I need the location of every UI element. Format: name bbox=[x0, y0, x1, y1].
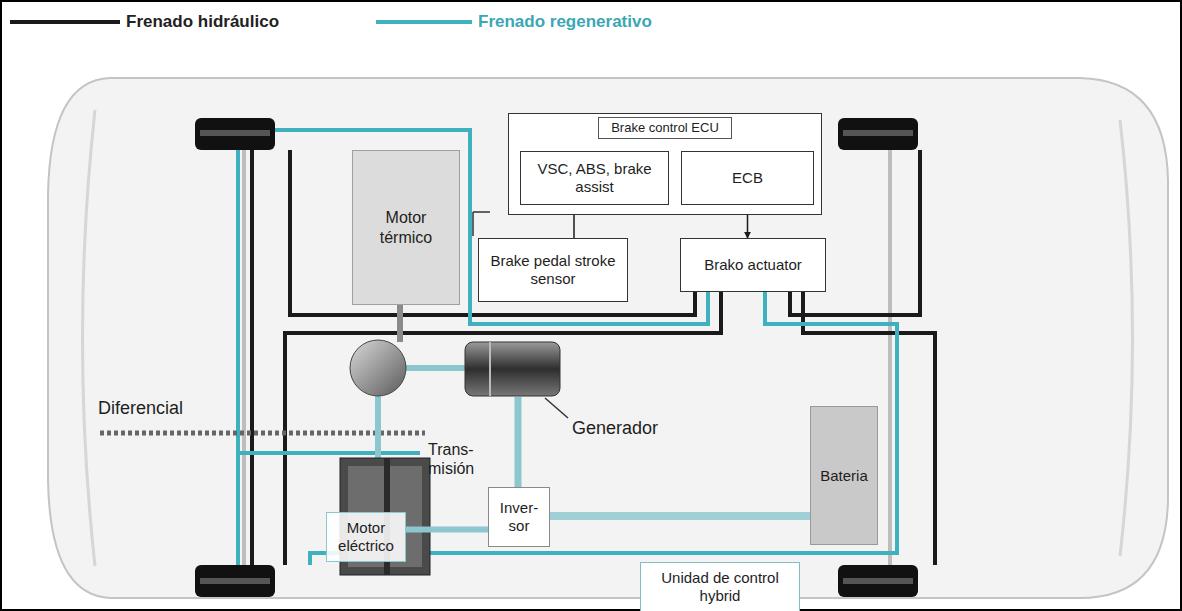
legend-sample bbox=[10, 10, 126, 34]
legend-entry: Frenado hidráulico bbox=[10, 10, 279, 34]
generator-cable bbox=[515, 397, 522, 487]
box-text: Motor térmico bbox=[361, 208, 451, 246]
part-label: Trans- misión bbox=[428, 440, 498, 478]
part-label: Diferencial bbox=[98, 398, 183, 420]
leader-line bbox=[545, 398, 568, 418]
function-box: VSC, ABS, brake assist bbox=[520, 151, 669, 205]
legend-text: Frenado hidráulico bbox=[126, 12, 279, 32]
control-unit-box: Unidad de control hybrid bbox=[640, 562, 800, 611]
box-text: ECB bbox=[732, 169, 763, 187]
box-text: Motor eléctrico bbox=[335, 519, 397, 555]
box-text: Brake pedal stroke sensor bbox=[487, 252, 619, 288]
connector bbox=[550, 512, 810, 520]
battery-box: Bateria bbox=[810, 406, 878, 545]
front-axle bbox=[242, 150, 246, 565]
box-text: Brako actuator bbox=[704, 256, 802, 274]
box-text: Unidad de control hybrid bbox=[649, 569, 791, 605]
motor-box: Motor eléctrico bbox=[326, 512, 406, 562]
rear-axle bbox=[888, 150, 892, 565]
box-text: Inver- sor bbox=[497, 499, 541, 535]
car-rear bbox=[1120, 120, 1133, 556]
box-text: Bateria bbox=[820, 467, 868, 485]
legend-text: Frenado regenerativo bbox=[478, 12, 652, 32]
bracket bbox=[473, 212, 490, 236]
generator-detail bbox=[489, 342, 491, 396]
generator-shaft bbox=[406, 365, 465, 371]
part-label: Generador bbox=[572, 418, 658, 440]
car-body bbox=[48, 78, 1168, 598]
inverter-box: Inver- sor bbox=[488, 487, 550, 547]
car-bumper bbox=[83, 110, 96, 566]
legend-entry: Frenado regenerativo bbox=[376, 10, 652, 34]
box-heading: Brake control ECU bbox=[598, 117, 732, 139]
function-box: ECB bbox=[681, 151, 814, 205]
wheels bbox=[195, 118, 918, 597]
box-text: VSC, ABS, brake assist bbox=[529, 160, 660, 196]
generator-symbol bbox=[465, 342, 560, 396]
motor-shaft bbox=[375, 396, 381, 458]
ecu-box: Brake control ECU VSC, ABS, brake assist E… bbox=[508, 113, 822, 215]
engine-box: Motor térmico bbox=[352, 150, 460, 305]
transmission-gear bbox=[350, 340, 406, 396]
actuator-box: Brako actuator bbox=[680, 238, 826, 292]
connector bbox=[406, 527, 488, 533]
regenerative-lines bbox=[238, 130, 897, 565]
legend-sample bbox=[376, 10, 478, 34]
engine-shaft bbox=[397, 305, 403, 342]
sensor-box: Brake pedal stroke sensor bbox=[478, 238, 628, 302]
